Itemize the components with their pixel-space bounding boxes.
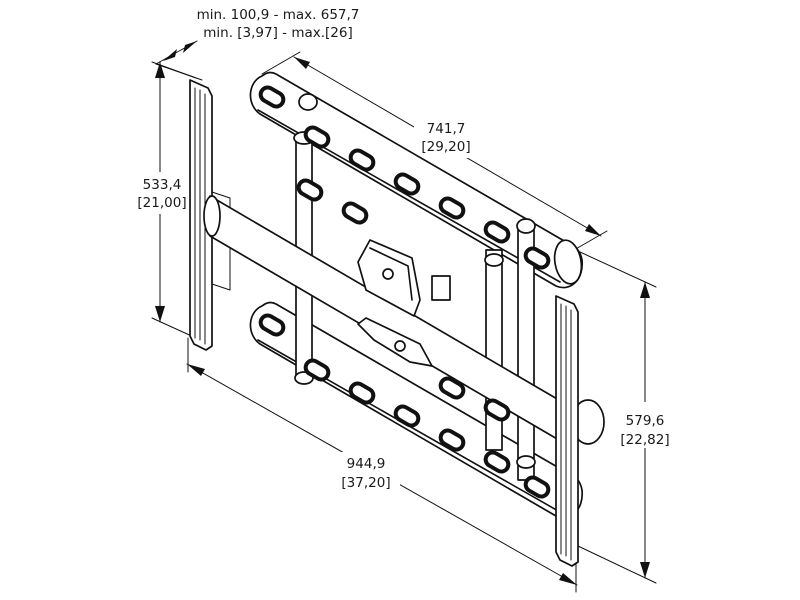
arrowhead	[183, 41, 197, 53]
extension-line	[577, 545, 657, 584]
mounting-slot-hole	[487, 454, 507, 470]
cross-tube-end	[203, 195, 221, 237]
mounting-slots	[258, 85, 551, 499]
mounting-slot-hole	[352, 152, 372, 168]
right-height-in-label: [22,82]	[620, 432, 669, 448]
bottom-width-mm-label: 944,9	[347, 456, 386, 472]
extension-line	[573, 230, 608, 251]
tilt-bracket-edge	[369, 247, 413, 301]
depth-mm-label: min. 100,9 - max. 657,7	[197, 7, 360, 23]
mounting-slot-hole	[442, 200, 462, 216]
wall-plate-right	[555, 295, 579, 567]
extension-line	[151, 317, 197, 339]
mounting-slot-hole	[397, 176, 417, 192]
top-width-dimension: 741,7 [29,20]	[261, 51, 608, 251]
depth-in-label: min. [3,97] - max.[26]	[203, 25, 353, 41]
label-bg	[334, 452, 400, 494]
mounting-slot-hole	[300, 182, 320, 198]
arm-post-cap	[516, 218, 536, 234]
left-height-mm-label: 533,4	[143, 177, 182, 193]
mounting-slot-hole	[442, 432, 462, 448]
mounting-slot-hole	[442, 380, 462, 396]
label-bg	[126, 172, 194, 214]
arm-post-cap	[484, 253, 504, 267]
arrowhead	[585, 224, 601, 236]
mounting-slot-hole	[527, 250, 547, 266]
arrowhead	[163, 49, 177, 61]
extension-line	[261, 51, 301, 75]
tilt-bracket-bottom	[357, 317, 433, 367]
arrowhead	[559, 573, 577, 585]
top-rail-end-cap	[553, 239, 583, 285]
arrowhead	[640, 282, 650, 298]
mounting-slot-hole	[307, 129, 327, 145]
mounting-slot-hole	[262, 89, 282, 105]
tilt-bracket	[357, 239, 451, 367]
mounting-slot-hole	[397, 408, 417, 424]
mounting-slot-hole	[487, 402, 507, 418]
label-bg	[612, 402, 680, 448]
mounting-slot-hole	[352, 385, 372, 401]
arrowhead	[187, 364, 205, 376]
tilt-bracket-bolt	[394, 340, 406, 352]
arrowhead	[155, 306, 165, 322]
mounting-slot-hole	[262, 317, 282, 333]
top-width-in-label: [29,20]	[421, 139, 470, 155]
mounting-slot-hole	[307, 362, 327, 378]
left-height-dimension: 533,4 [21,00]	[126, 61, 197, 339]
arrowhead	[640, 562, 650, 578]
wall-plate-right-body	[555, 295, 579, 567]
arrowhead	[155, 62, 165, 78]
extension-line	[151, 61, 197, 79]
right-height-dimension: 579,6 [22,82]	[577, 251, 680, 584]
mounting-slot-hole	[345, 205, 365, 221]
extension-line	[579, 251, 657, 288]
mounting-slot-hole	[487, 224, 507, 240]
bottom-width-in-label: [37,20]	[341, 475, 390, 491]
top-width-mm-label: 741,7	[427, 121, 466, 137]
left-height-in-label: [21,00]	[137, 195, 186, 211]
tilt-bracket-knob	[431, 275, 451, 301]
arm-post-knob	[298, 93, 318, 111]
depth-dimension: min. 100,9 - max. 657,7 min. [3,97] - ma…	[155, 7, 360, 81]
mounting-slot-hole	[527, 479, 547, 495]
arm-post-cap	[516, 455, 536, 469]
arrowhead	[294, 57, 310, 69]
arm-post-right	[517, 229, 535, 481]
right-height-mm-label: 579,6	[626, 413, 665, 429]
bottom-width-dimension: 944,9 [37,20]	[186, 337, 578, 593]
label-bg	[414, 118, 476, 158]
tilt-bracket-bolt	[382, 268, 394, 280]
